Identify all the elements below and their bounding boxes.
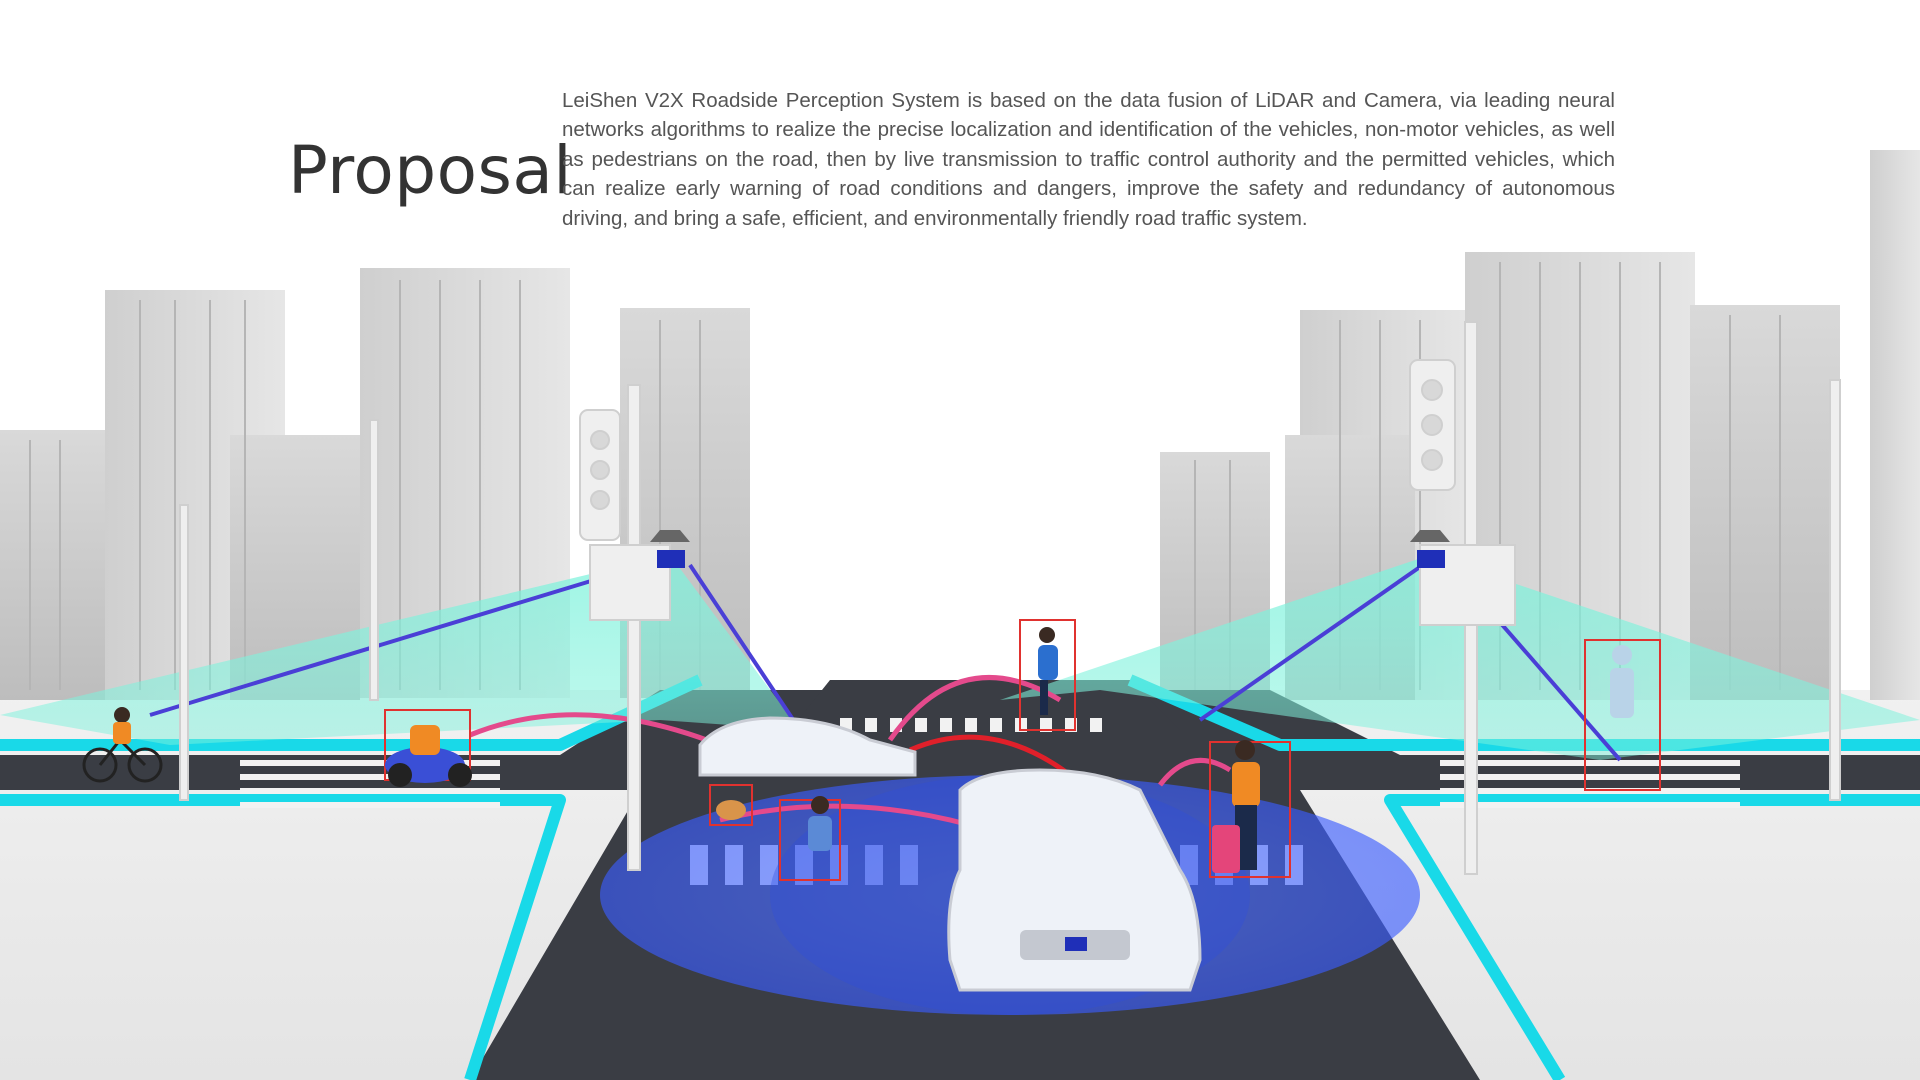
car-icon [698, 716, 1202, 992]
traffic-light-icon [179, 321, 1841, 875]
pedestrian-icon [808, 627, 1634, 870]
luggage-icon [1212, 825, 1240, 873]
lidar-sensor-icon [650, 530, 1450, 568]
page-title: Proposal [288, 132, 573, 209]
bicycle-icon [82, 707, 163, 783]
laser-lines [149, 558, 1622, 762]
dog-icon [716, 800, 746, 820]
description-paragraph: LeiShen V2X Roadside Perception System i… [562, 89, 1615, 230]
scooter-icon [385, 725, 472, 787]
link-arcs [469, 675, 1232, 828]
